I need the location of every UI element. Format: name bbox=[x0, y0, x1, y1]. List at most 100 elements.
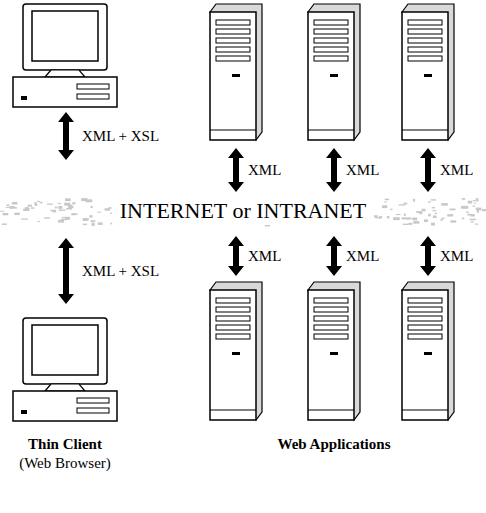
noise-dot bbox=[58, 206, 62, 209]
computer-icon bbox=[13, 318, 117, 421]
noise-dot bbox=[433, 215, 437, 217]
noise-dot bbox=[91, 220, 96, 222]
noise-dot bbox=[470, 214, 474, 216]
noise-dot bbox=[393, 217, 400, 220]
noise-dot bbox=[468, 201, 472, 204]
noise-dot bbox=[83, 218, 89, 220]
noise-dot bbox=[385, 199, 389, 201]
caption-title: Thin Client bbox=[28, 436, 102, 453]
noise-dot bbox=[28, 205, 32, 207]
noise-dot bbox=[475, 224, 478, 225]
noise-dot bbox=[403, 203, 407, 205]
noise-dot bbox=[2, 213, 8, 215]
noise-dot bbox=[471, 221, 474, 222]
noise-dot bbox=[35, 204, 38, 206]
noise-dot bbox=[52, 211, 56, 212]
noise-dot bbox=[432, 210, 436, 211]
noise-dot bbox=[92, 223, 95, 226]
noise-dot bbox=[461, 206, 467, 208]
noise-dot bbox=[65, 217, 70, 220]
noise-dot bbox=[408, 223, 412, 225]
double-arrow bbox=[228, 148, 244, 192]
noise-dot bbox=[469, 219, 476, 220]
double-arrow bbox=[420, 148, 436, 192]
flow-label: XML bbox=[346, 248, 379, 265]
network-label: INTERNET or INTRANET bbox=[112, 196, 374, 225]
noise-dot bbox=[404, 214, 406, 216]
noise-dot bbox=[91, 206, 93, 208]
noise-dot bbox=[477, 210, 479, 213]
double-arrow bbox=[228, 236, 244, 276]
noise-dot bbox=[58, 203, 62, 204]
noise-dot bbox=[403, 224, 409, 225]
noise-dot bbox=[431, 223, 435, 226]
noise-dot bbox=[390, 209, 392, 210]
noise-dot bbox=[14, 213, 20, 215]
noise-dot bbox=[396, 214, 401, 215]
network-band: INTERNET or INTRANET bbox=[0, 196, 486, 226]
noise-dot bbox=[37, 201, 40, 202]
server-icon bbox=[308, 282, 360, 420]
double-arrow bbox=[58, 112, 74, 160]
noise-dot bbox=[473, 205, 476, 206]
noise-dot bbox=[68, 206, 73, 208]
noise-dot bbox=[474, 203, 477, 204]
caption-subtitle: (Web Browser) bbox=[19, 455, 111, 472]
noise-dot bbox=[441, 203, 448, 206]
double-arrow bbox=[58, 238, 74, 304]
noise-dot bbox=[59, 210, 66, 211]
noise-dot bbox=[50, 210, 56, 211]
noise-dot bbox=[12, 202, 18, 204]
noise-dot bbox=[424, 219, 428, 222]
noise-dot bbox=[406, 217, 411, 219]
noise-dot bbox=[382, 205, 387, 208]
noise-dot bbox=[413, 199, 415, 202]
caption-title: Web Applications bbox=[278, 436, 391, 453]
noise-dot bbox=[482, 209, 486, 211]
server-icon bbox=[308, 4, 360, 140]
noise-dot bbox=[10, 207, 13, 209]
flow-label: XML bbox=[248, 162, 281, 179]
noise-dot bbox=[387, 216, 389, 218]
noise-dot bbox=[419, 213, 422, 214]
noise-dot bbox=[432, 207, 435, 208]
noise-dot bbox=[58, 220, 64, 223]
noise-dot bbox=[431, 199, 436, 200]
noise-dot bbox=[76, 214, 79, 215]
noise-dot bbox=[462, 218, 464, 220]
noise-dot bbox=[47, 204, 53, 205]
flow-label: XML bbox=[248, 248, 281, 265]
noise-dot bbox=[40, 202, 43, 204]
noise-dot bbox=[447, 214, 453, 216]
noise-dot bbox=[461, 207, 467, 209]
server-icon bbox=[210, 4, 262, 140]
noise-dot bbox=[428, 201, 431, 202]
noise-dot bbox=[25, 208, 29, 211]
noise-dot bbox=[450, 220, 456, 222]
noise-dot bbox=[65, 198, 71, 201]
noise-dot bbox=[401, 217, 406, 219]
noise-dot bbox=[466, 211, 468, 213]
noise-dot bbox=[476, 208, 482, 211]
server-icon bbox=[402, 282, 454, 420]
noise-dot bbox=[98, 222, 103, 225]
noise-dot bbox=[64, 203, 70, 206]
noise-dot bbox=[7, 204, 10, 206]
flow-label: XML + XSL bbox=[82, 128, 159, 145]
double-arrow bbox=[326, 236, 342, 276]
noise-dot bbox=[66, 208, 72, 210]
noise-dot bbox=[449, 208, 455, 210]
noise-dot bbox=[473, 200, 479, 201]
noise-dot bbox=[416, 211, 422, 213]
noise-dot bbox=[25, 207, 29, 210]
noise-dot bbox=[12, 207, 17, 209]
flow-label: XML bbox=[440, 248, 473, 265]
noise-dot bbox=[2, 223, 7, 224]
noise-dot bbox=[413, 221, 419, 224]
noise-dot bbox=[71, 213, 76, 215]
noise-dot bbox=[83, 224, 87, 225]
noise-dot bbox=[81, 198, 87, 201]
noise-dot bbox=[462, 198, 466, 200]
double-arrow bbox=[326, 148, 342, 192]
noise-dot bbox=[375, 217, 380, 218]
